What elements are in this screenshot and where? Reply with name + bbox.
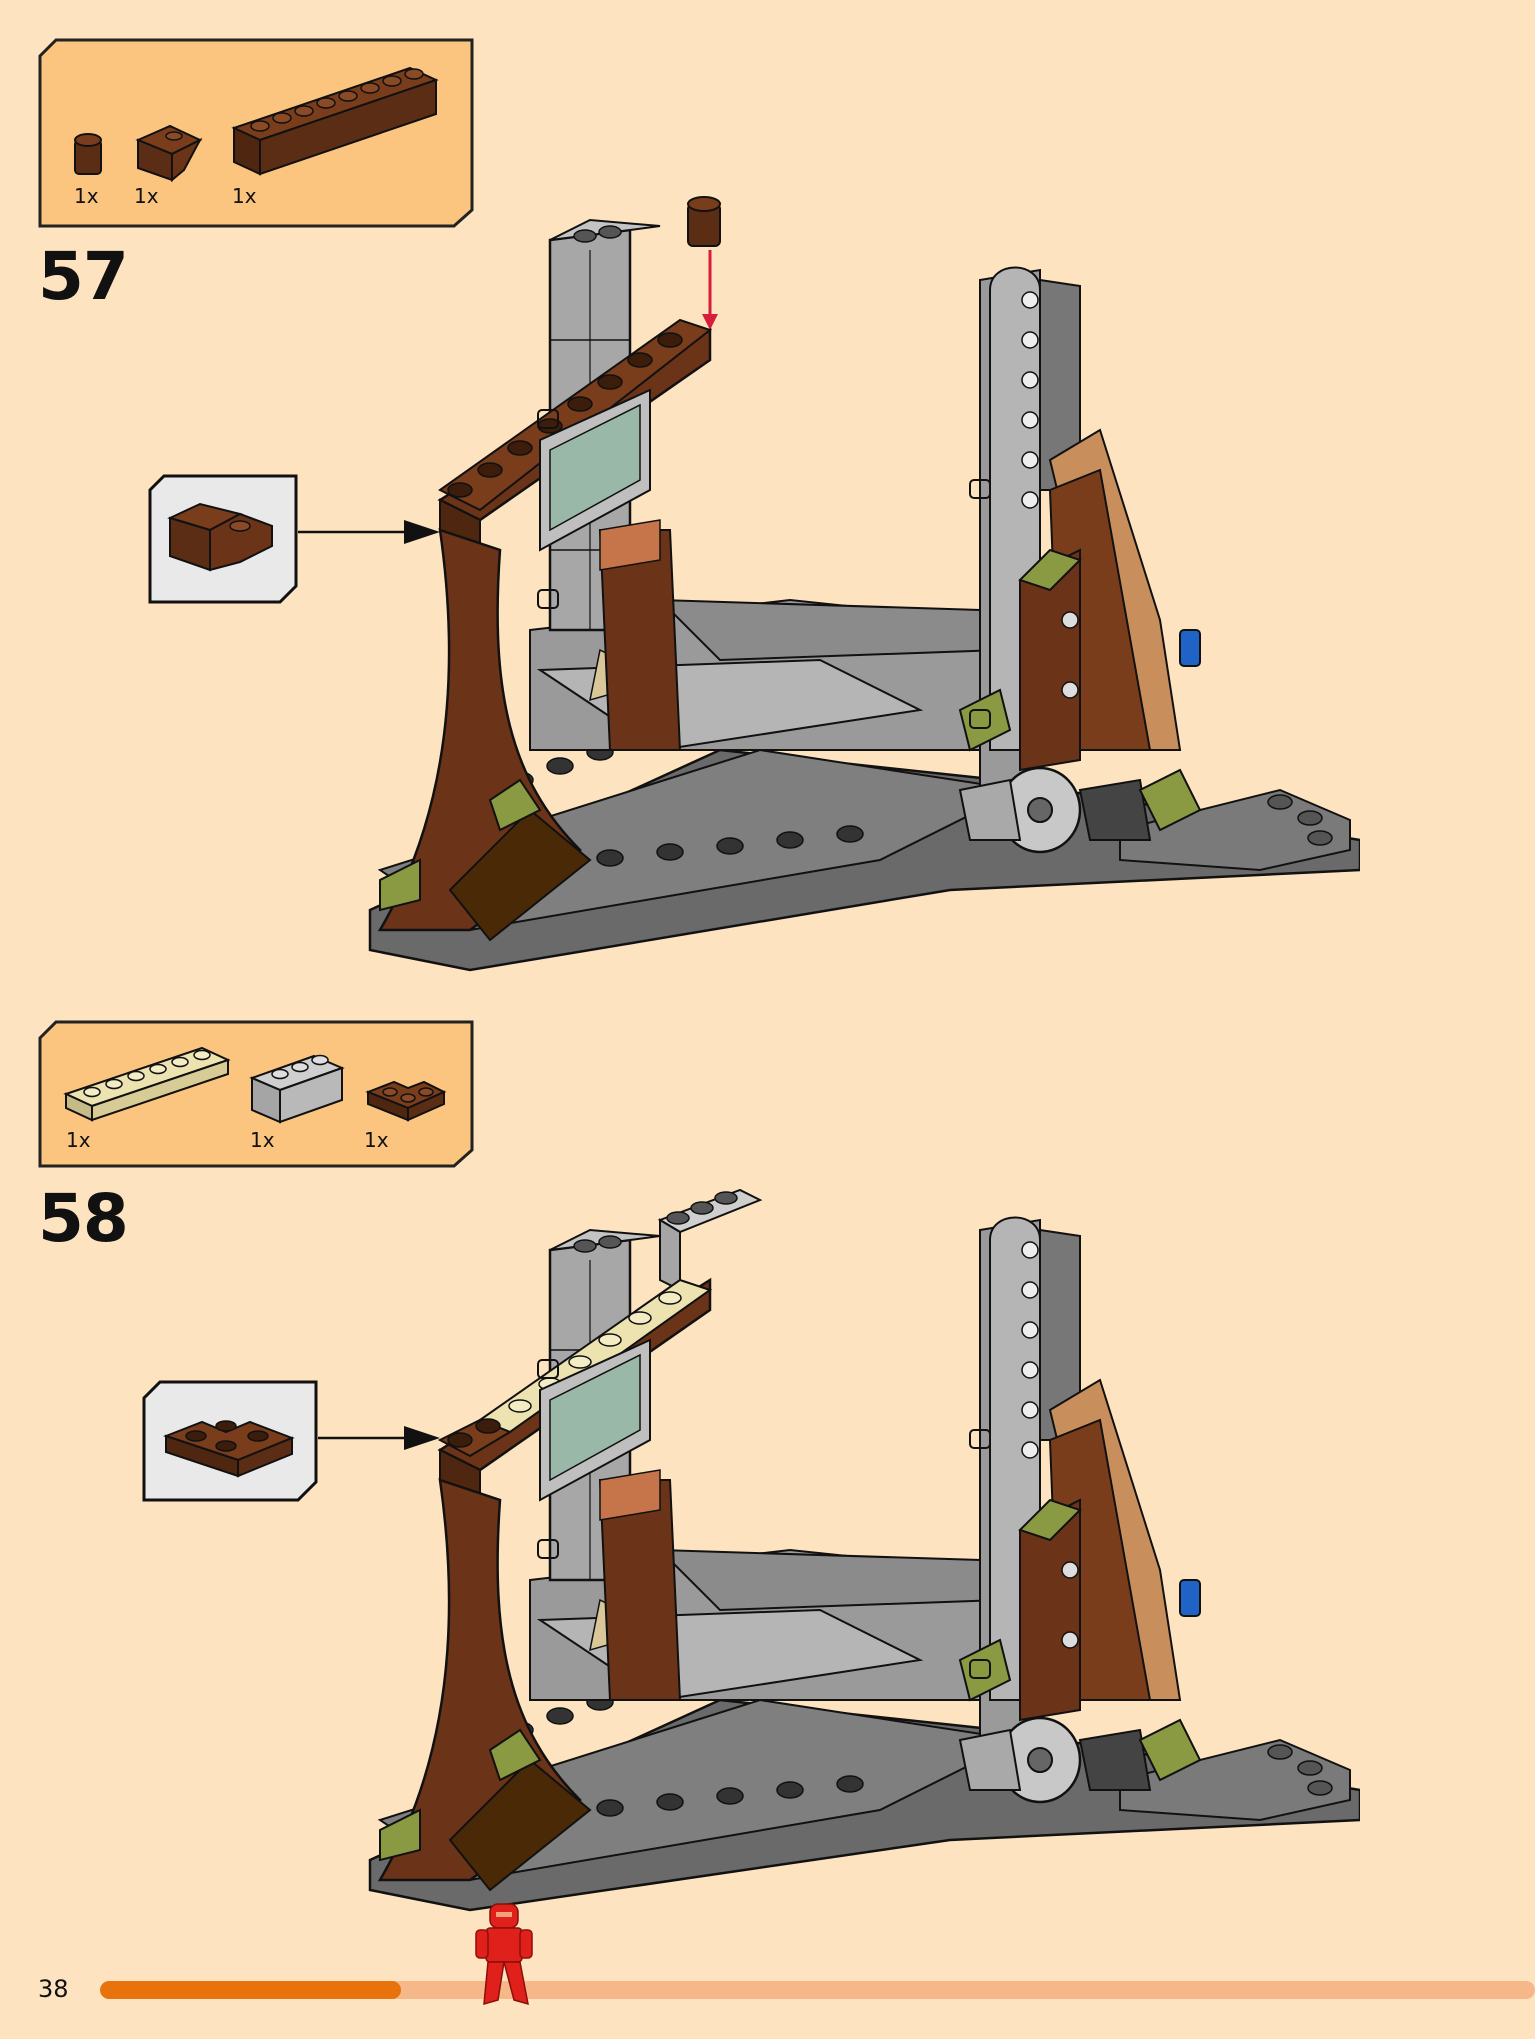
part-qty: 1x (250, 1128, 275, 1152)
progress-bar-fill (100, 1981, 402, 1999)
part-qty: 1x (74, 184, 99, 208)
step-number-58: 58 (38, 1180, 129, 1257)
callout-step-58 (142, 1380, 452, 1504)
corner-plate-part-icon (365, 1080, 447, 1122)
tan-plate-1x6-part-icon (63, 1046, 231, 1122)
callout-step-57 (148, 474, 448, 604)
brick-1x8-part-icon (231, 66, 439, 176)
page-number: 38 (38, 1975, 69, 2003)
model-illustration-step-58 (360, 1170, 1362, 1920)
lego-model-icon (368, 196, 1362, 972)
parts-box-step-57: 1x 1x 1x (38, 38, 474, 228)
gray-brick-1x3-part-icon (249, 1054, 345, 1124)
progress-bar (100, 1981, 1535, 1999)
part-qty: 1x (66, 1128, 91, 1152)
lego-model-icon (368, 1188, 1362, 1912)
model-illustration-step-57 (360, 190, 1362, 980)
step-number-57: 57 (38, 238, 129, 315)
part-qty: 1x (232, 184, 257, 208)
part-qty: 1x (364, 1128, 389, 1152)
round-brick-part-icon (74, 133, 102, 175)
inverted-slope-part-icon (135, 124, 203, 183)
red-ninja-minifigure-icon (475, 1903, 533, 2006)
parts-box-step-58: 1x 1x 1x (38, 1020, 474, 1170)
part-qty: 1x (134, 184, 159, 208)
